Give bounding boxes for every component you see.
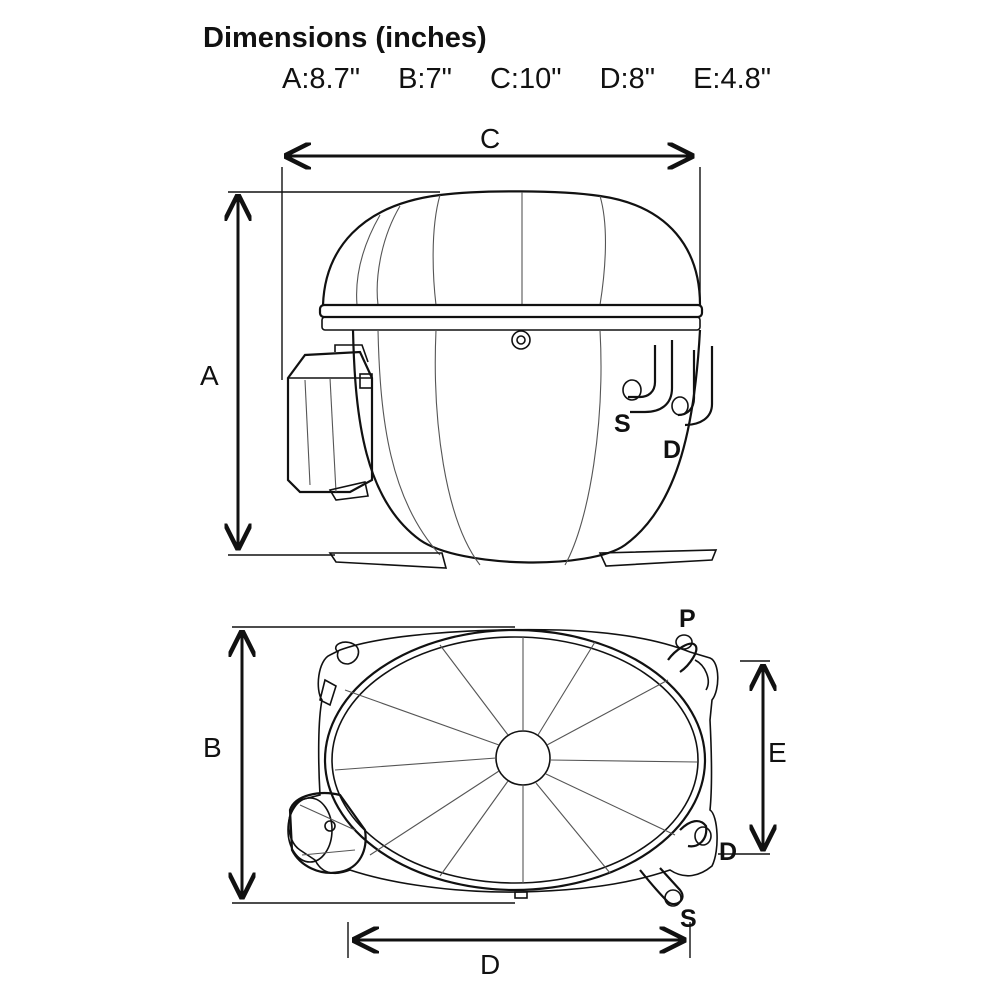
dimension-e-value: E:4.8"	[693, 63, 772, 95]
side-view	[286, 190, 718, 569]
top-discharge-port-label: D	[719, 838, 737, 866]
dimension-d-value: D:8"	[599, 63, 656, 95]
dimension-c-line	[281, 156, 701, 380]
dimension-values: A:8.7" B:7" C:10" D:8" E:4.8"	[282, 63, 771, 96]
dimension-a-value: A:8.7"	[282, 63, 361, 95]
top-suction-port-label: S	[680, 905, 697, 933]
dimension-a-label: A	[200, 360, 219, 391]
dimension-b-value: B:7"	[398, 63, 452, 95]
dimension-e-label: E	[768, 737, 787, 768]
dimension-d-label: D	[480, 949, 500, 980]
top-view	[287, 628, 719, 907]
dimension-c-value: C:10"	[489, 63, 562, 95]
dimension-a-line	[228, 191, 440, 556]
process-port-label: P	[679, 605, 696, 633]
dimension-d-line	[347, 922, 691, 958]
dimension-e-line	[718, 660, 770, 855]
dimension-b-label: B	[203, 732, 222, 763]
side-discharge-port-label: D	[663, 436, 681, 464]
side-suction-port-label: S	[614, 410, 631, 438]
dimension-c-label: C	[480, 123, 500, 154]
dimension-b-line	[232, 626, 515, 904]
diagram-title: Dimensions (inches)	[203, 22, 487, 54]
